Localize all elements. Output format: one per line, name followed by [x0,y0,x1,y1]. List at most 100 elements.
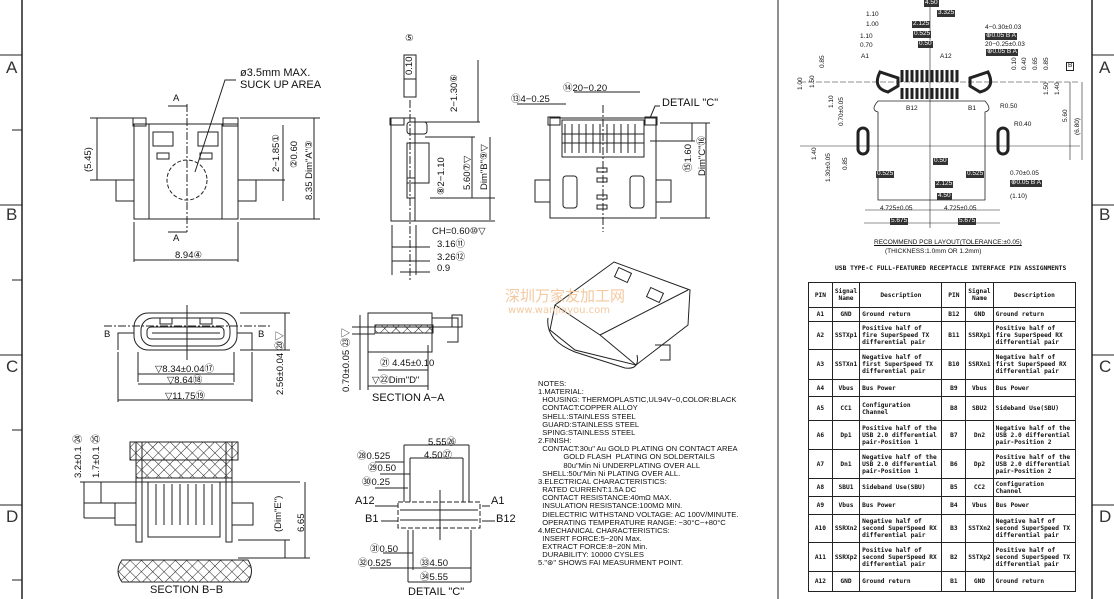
cell-pin-a: A12 [808,571,833,592]
cell-description-a: Bus Power [859,496,943,515]
cell-description-a: Negative half of the USB 2.0 differentia… [859,449,943,479]
header-signal-name: Signal Name [831,282,861,308]
pcb-dim: 4.725±0.05 [944,205,977,212]
zone-letter-left-d: D [6,507,19,526]
zone-letter-left-b: B [6,205,18,224]
front-top-view [517,91,710,232]
notes-line: RATED CURRENT:1.5A DC [538,485,637,495]
dim-4-0-25: ⑬4−0.25 [511,94,550,105]
notes-line: DURABILITY: 10000 CYSLES [538,550,644,560]
flatness-value: 0.10 [404,56,415,76]
pcb-dim: 1.30±0.05 [825,153,832,182]
dim-5-55-bottom: ㉞5.55 [420,572,448,583]
cell-description-b: Bus Power [992,379,1077,397]
cell-pin-b: B4 [941,496,967,515]
cell-pin-a: A10 [808,514,833,543]
pcb-dim: 1.00 [797,77,804,90]
pcb-dim: 0.50 [933,157,948,165]
pcb-layout [800,0,1083,228]
pcb-pin-a1: A1 [861,53,869,60]
pcb-dim: 1.40 [1054,82,1061,95]
pcb-dim: 0.65 [1032,57,1039,70]
pcb-dim: 2.125 [935,180,954,188]
dim-0-525-bottom: ㉜0.525 [358,558,392,569]
front-view [104,305,290,402]
dim-2-1-10: ⑧2−1.10 [436,157,447,195]
dim-0-50-top: ㉙0.50 [368,463,396,474]
dim-1-60: ⑮1.60 [683,144,694,172]
side-view [389,54,495,280]
pcb-dim: 0.85 [842,157,849,170]
pcb-dim: 0.70±0.05 [838,97,845,126]
watermark-cn: 深圳万家友加工网 [505,287,626,305]
watermark-url: www.wanjiayou.com [508,305,611,316]
zone-letter-left-c: C [6,357,19,376]
cell-signal-a: GND [831,571,861,592]
zone-letter-right-b: B [1099,205,1111,224]
dim-0-9: 0.9 [437,263,451,274]
cell-signal-a: GND [831,307,861,322]
suck-up-area-label: ø3.5mm MAX. [240,67,311,79]
pcb-dim: 1.00 [866,21,879,28]
cell-pin-b: B10 [941,349,967,380]
notes-line: 2.FINISH: [538,436,572,446]
pcb-dim: 3.325 [937,9,956,17]
cell-signal-b: SSTXn2 [965,514,994,543]
pcb-dim: 0.85 [819,55,826,68]
pcb-dim: 4.725±0.05 [880,205,913,212]
pcb-dim: 5.60 [1062,109,1069,122]
cell-pin-a: A2 [808,321,833,350]
notes-line: HOUSING: THERMOPLASTIC,UL94V−0,COLOR:BLA… [538,395,737,405]
pcb-dim: 0.40 [1021,57,1028,70]
dim-2-56: 2.56±0.04 ⑳▽ [275,331,286,395]
dim-3-26: 3.26⑫ [437,252,465,263]
pcb-pin-b1: B1 [968,105,976,112]
dim-4-45: ㉑ 4.45±0.10 [380,358,435,369]
pcb-dim: 4−0.30±0.03 [985,24,1022,31]
section-mark-b-left: B [104,329,111,340]
cell-description-b: Positive half of second SuperSpeed TX di… [992,542,1077,572]
cell-pin-b: B8 [941,396,967,421]
pcb-tolerance: ⊕0.05 B A [985,32,1018,40]
cell-pin-b: B12 [941,307,967,322]
pcb-dim: 2.125 [912,20,931,28]
cell-signal-a: SSTXn1 [831,349,861,380]
cell-pin-a: A7 [808,449,833,479]
pcb-dim: 0.85 [1043,57,1050,70]
dim-8-94: 8.94④ [175,250,203,261]
dim-2-1-30: 2−1.30⑥ [449,74,460,112]
cell-pin-b: B1 [941,571,967,592]
dim-8-34: ▽8.34±0.04⑰ [155,364,214,375]
header-pin: PIN [941,282,967,308]
cell-pin-b: B11 [941,321,967,350]
notes-line: SPING:STAINLESS STEEL [538,427,636,437]
cell-pin-a: A9 [808,496,833,515]
notes-line: INSERT FORCE:5−20N Max. [538,533,642,543]
cell-description-a: Ground return [859,307,943,322]
dim-6-65: 6.65 [296,513,307,533]
cell-pin-b: B2 [941,542,967,572]
notes-line: CONTACT RESISTANCE:40mΩ MAX. [538,493,672,503]
cell-signal-a: SSTXp1 [831,321,861,350]
cell-pin-b: B9 [941,379,967,397]
pcb-dim: 1.10 [860,33,873,40]
pcb-dim: 0.50 [918,40,933,48]
header-description: Description [859,282,943,308]
pin-label-b12: B12 [496,513,516,525]
pcb-dim: 5.675 [890,217,909,225]
zone-letter-right-c: C [1099,357,1112,376]
dim-0-60: ②0.60 [289,140,300,168]
detail-c [370,444,495,583]
dim-4-50-bottom: ㉝4.50 [420,558,448,569]
flatness-ref: ⑤ [405,33,414,44]
pcb-dim: 4.50 [924,0,939,7]
cell-description-a: Bus Power [859,379,943,397]
pcb-dim: 1.40 [811,147,818,160]
dim-20-0-20: ⑭20−0.20 [563,83,608,94]
